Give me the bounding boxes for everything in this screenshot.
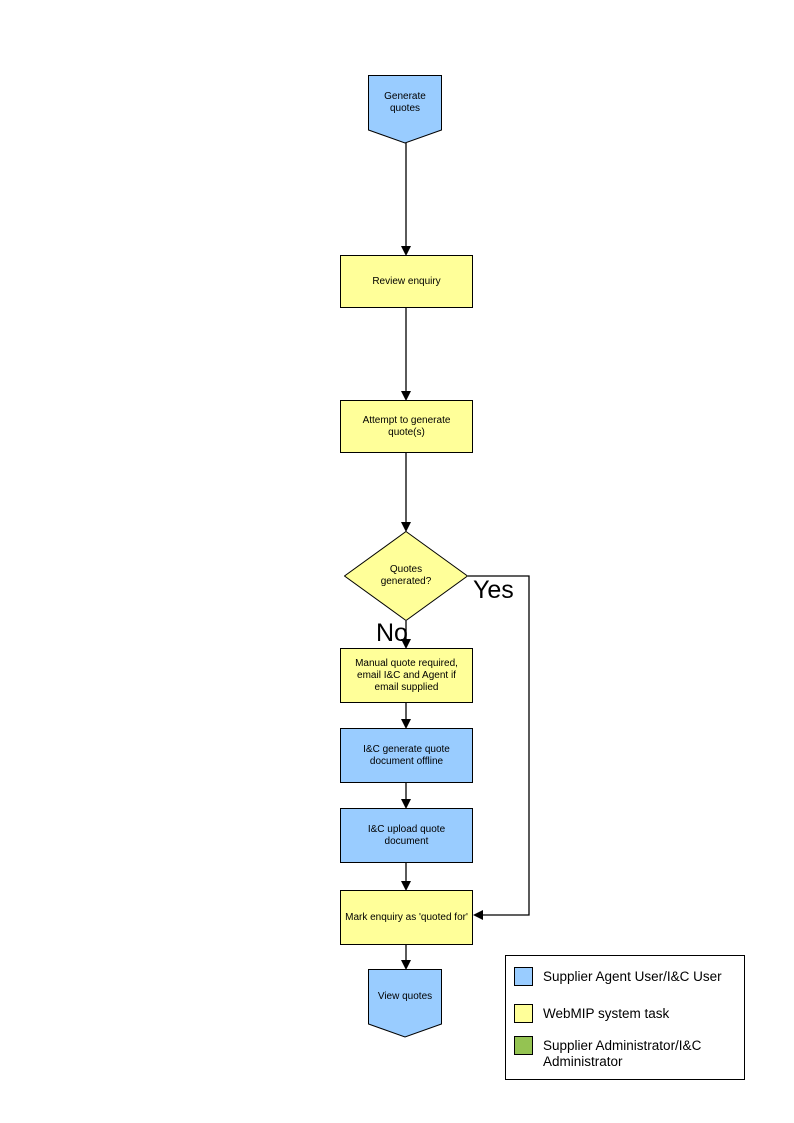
node-ic-generate-offline: I&C generate quote document offline — [340, 728, 473, 783]
node-view-quotes: View quotes — [368, 969, 442, 1038]
arrow-mark-to-view — [401, 945, 411, 970]
legend-item-administrator: Supplier Administrator/I&C Administrator — [514, 1036, 737, 1070]
edge-label-no: No — [376, 619, 408, 647]
legend-box: Supplier Agent User/I&C User WebMIP syst… — [505, 955, 745, 1080]
node-attempt-generate: Attempt to generate quote(s) — [340, 400, 473, 453]
legend-label: WebMIP system task — [543, 1006, 670, 1021]
arrow-attempt-to-decision — [401, 453, 411, 532]
blue-swatch-icon — [514, 967, 533, 986]
node-label: I&C generate quote document offline — [363, 743, 450, 767]
node-mark-enquiry: Mark enquiry as 'quoted for' — [340, 890, 473, 945]
legend-label: Supplier Administrator/I&C Administrator — [543, 1038, 702, 1069]
diamond-shape — [344, 531, 468, 621]
node-label: Quotes generated? — [380, 564, 432, 587]
pentagon-shape — [368, 969, 442, 1038]
node-label: Manual quote required, email I&C and Age… — [355, 657, 458, 693]
node-manual-quote: Manual quote required, email I&C and Age… — [340, 648, 473, 703]
arrow-yes-path — [468, 575, 530, 920]
edge-label-yes: Yes — [473, 576, 514, 604]
node-label: View quotes — [377, 990, 433, 1002]
legend-item-agent-user: Supplier Agent User/I&C User — [514, 967, 737, 986]
arrow-generate-to-review — [401, 143, 411, 256]
legend-label: Supplier Agent User/I&C User — [543, 969, 722, 984]
green-swatch-icon — [514, 1036, 533, 1055]
arrow-upload-to-mark — [401, 863, 411, 891]
node-ic-upload: I&C upload quote document — [340, 808, 473, 863]
legend-item-system-task: WebMIP system task — [514, 1004, 737, 1023]
arrow-manual-to-generate-offline — [401, 703, 411, 729]
arrow-review-to-attempt — [401, 308, 411, 401]
node-quotes-generated: Quotes generated? — [344, 531, 468, 621]
yellow-swatch-icon — [514, 1004, 533, 1023]
node-review-enquiry: Review enquiry — [340, 255, 473, 308]
node-label: Mark enquiry as 'quoted for' — [345, 911, 468, 923]
node-generate-quotes: Generate quotes — [368, 75, 442, 144]
node-label: I&C upload quote document — [367, 823, 446, 847]
arrow-no-to-manual — [401, 621, 411, 649]
node-label: Review enquiry — [372, 275, 441, 287]
pentagon-shape — [368, 75, 442, 144]
node-label: Generate quotes — [384, 90, 426, 114]
arrow-generate-offline-to-upload — [401, 783, 411, 809]
node-label: Attempt to generate quote(s) — [362, 414, 451, 438]
